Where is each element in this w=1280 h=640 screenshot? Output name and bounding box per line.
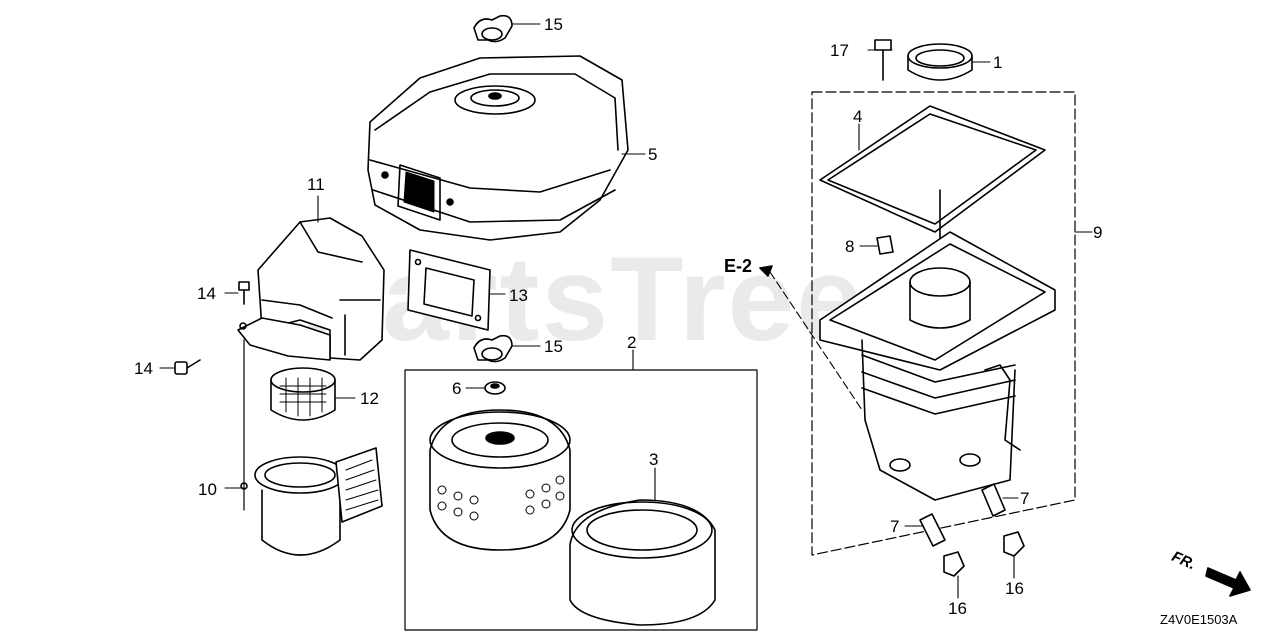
part-11-elbow (237, 217, 385, 361)
part-13-gasket (407, 249, 491, 331)
callout-3: 3 (649, 450, 659, 469)
callout-9: 9 (1093, 223, 1103, 242)
part-2-element (429, 409, 571, 551)
callout-16-right: 16 (1005, 579, 1024, 598)
reference-e2: E-2 (724, 256, 753, 276)
part-17-bolt (874, 39, 892, 81)
part-7-tube-b (981, 483, 1006, 517)
callout-7-right: 7 (1020, 489, 1030, 508)
callout-14-bottom: 14 (134, 359, 153, 378)
callout-12: 12 (360, 389, 379, 408)
part-9-body (819, 231, 1056, 501)
part-5-cover (367, 55, 629, 241)
part-1-seal (907, 43, 973, 81)
part-7-tube-a (919, 513, 946, 547)
callout-15-bottom: 15 (544, 337, 563, 356)
part-14-screw-b (174, 359, 201, 375)
callout-6: 6 (452, 379, 462, 398)
part-15-wing-nut-bottom (473, 334, 513, 363)
diagram-code: Z4V0E1503A (1160, 612, 1238, 627)
front-arrow-icon (1205, 567, 1251, 597)
callout-2: 2 (627, 333, 637, 352)
callout-11: 11 (307, 175, 325, 194)
arrow-ref (759, 265, 773, 277)
callout-16-left: 16 (948, 599, 967, 618)
part-16-nut-a (943, 551, 965, 577)
callout-15-top: 15 (544, 15, 563, 34)
part-6-grommet (484, 381, 506, 395)
callout-4: 4 (853, 107, 863, 126)
callout-5: 5 (648, 145, 658, 164)
part-4-gasket (819, 105, 1046, 233)
callout-8: 8 (845, 237, 855, 256)
part-12-screen (270, 367, 336, 421)
callout-13: 13 (509, 286, 528, 305)
callout-1: 1 (993, 53, 1003, 72)
callout-7-left: 7 (890, 517, 900, 536)
callout-14-top: 14 (197, 284, 216, 303)
part-15-wing-nut-top (473, 14, 513, 43)
leader-lines (159, 23, 1093, 599)
part-10-case (240, 447, 383, 556)
watermark: PartsTree (300, 232, 866, 366)
callout-10: 10 (198, 480, 217, 499)
callout-17: 17 (830, 41, 849, 60)
part-16-nut-b (1003, 531, 1025, 557)
part-8-nut (876, 235, 894, 255)
part-14-screw-a (238, 281, 250, 305)
part-3-prefilter (569, 499, 716, 626)
